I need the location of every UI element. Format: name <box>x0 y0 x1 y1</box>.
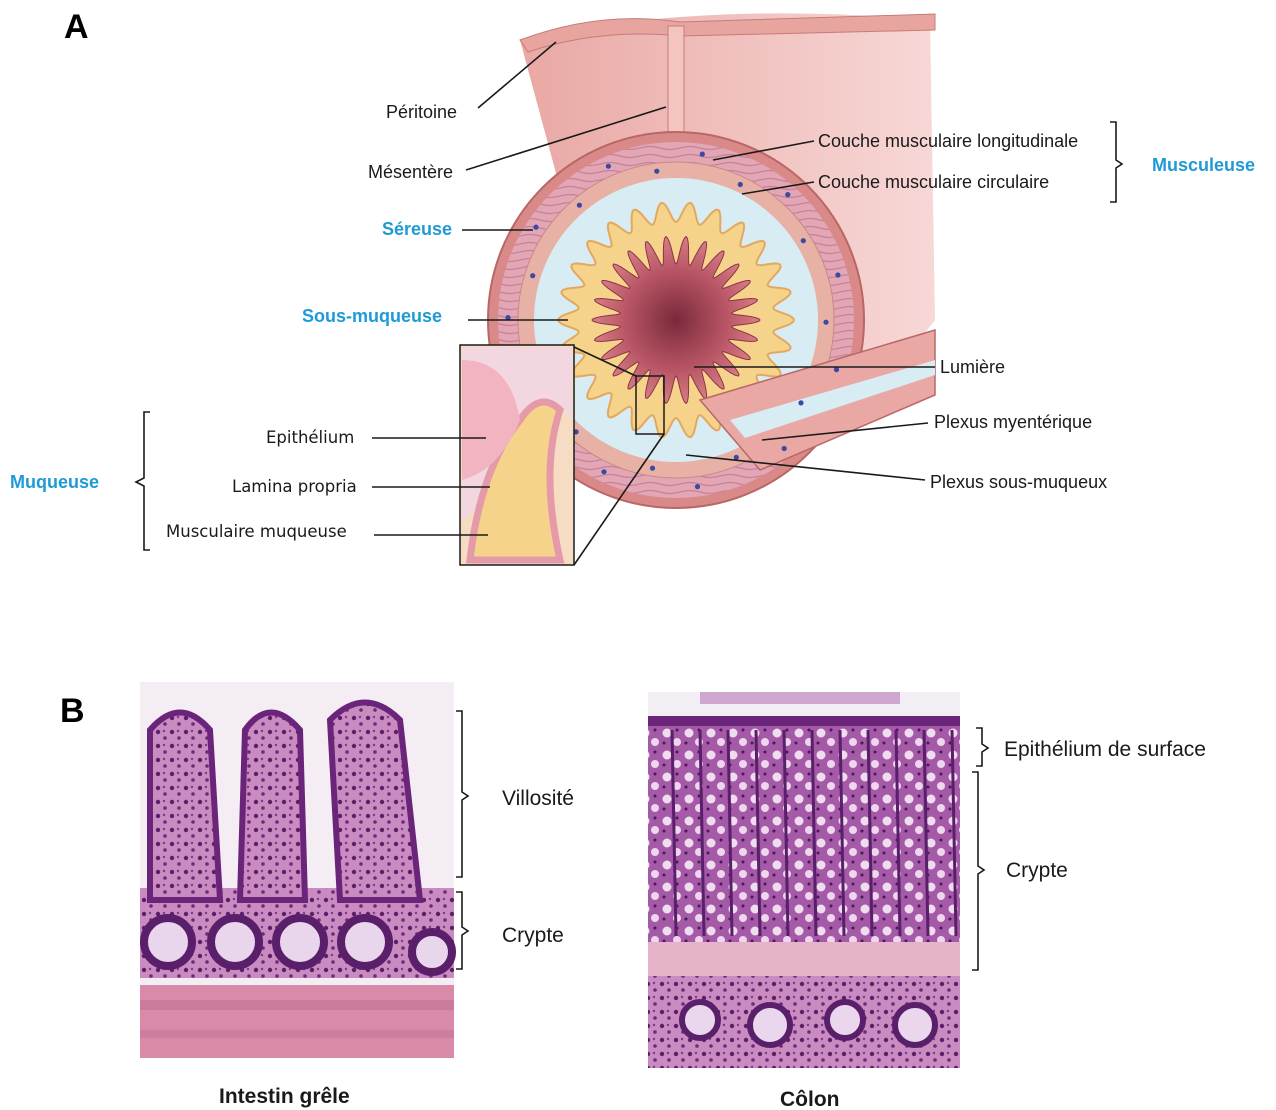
plexus-dot <box>798 400 803 405</box>
crypt <box>341 918 389 966</box>
micrograph-intestin-grele <box>140 682 454 1058</box>
brace-crypte-colon <box>972 772 984 970</box>
plexus-dot <box>734 455 739 460</box>
crypt <box>276 918 324 966</box>
label-musculaire-muqueuse: Musculaire muqueuse <box>166 522 347 541</box>
crypt <box>827 1002 863 1038</box>
label-lumiere: Lumière <box>940 357 1005 377</box>
surface-epithelium <box>648 716 960 726</box>
caption-intestin-grele: Intestin grêle <box>219 1085 350 1108</box>
label-musculeuse: Musculeuse <box>1152 155 1255 175</box>
muscularis-mucosae <box>648 942 960 976</box>
micrograph-colon <box>648 692 960 1068</box>
plexus-dot <box>654 169 659 174</box>
label-crypte-intestin: Crypte <box>502 924 564 947</box>
brace-villosite <box>456 711 468 877</box>
crypt <box>750 1005 790 1045</box>
debris <box>700 692 900 704</box>
label-peritoine: Péritoine <box>386 102 457 122</box>
label-epithelium: Epithélium <box>266 428 354 447</box>
plexus-dot <box>785 192 790 197</box>
villus <box>240 713 305 901</box>
brace-crypte-intestin <box>456 892 468 969</box>
plexus-dot <box>695 484 700 489</box>
muscularis-band <box>140 985 454 1058</box>
label-couche-longitudinale: Couche musculaire longitudinale <box>818 131 1078 151</box>
plexus-dot <box>606 164 611 169</box>
label-plexus-sous-muqueux: Plexus sous-muqueux <box>930 472 1107 492</box>
label-muqueuse: Muqueuse <box>10 472 99 492</box>
label-sous-muqueuse: Sous-muqueuse <box>302 306 442 326</box>
panel-a-letter: A <box>64 8 89 46</box>
muscle-fiber <box>140 1030 454 1038</box>
label-plexus-myenterique: Plexus myentérique <box>934 412 1092 432</box>
brace-muqueuse <box>136 412 150 550</box>
crypt <box>211 918 259 966</box>
crypt <box>144 918 192 966</box>
plexus-dot <box>530 273 535 278</box>
label-villosite: Villosité <box>502 787 574 810</box>
plexus-dot <box>650 466 655 471</box>
brace-musculeuse <box>1110 122 1122 202</box>
plexus-dot <box>533 225 538 230</box>
label-couche-circulaire: Couche musculaire circulaire <box>818 172 1049 192</box>
crypt <box>682 1002 718 1038</box>
plexus-dot <box>835 272 840 277</box>
plexus-dot <box>601 469 606 474</box>
label-mesentere: Mésentère <box>368 162 453 182</box>
brace-epithelium-surface <box>976 728 988 766</box>
label-sereuse: Séreuse <box>382 219 452 239</box>
crypt-layer <box>648 720 960 942</box>
label-lamina-propria: Lamina propria <box>232 477 357 496</box>
caption-colon: Côlon <box>780 1088 839 1110</box>
plexus-dot <box>823 320 828 325</box>
panel-b-letter: B <box>60 692 85 730</box>
plexus-dot <box>782 446 787 451</box>
label-crypte-colon: Crypte <box>1006 859 1068 882</box>
crypt <box>895 1005 935 1045</box>
plexus-dot <box>738 182 743 187</box>
plexus-dot <box>801 238 806 243</box>
crypt <box>412 932 452 972</box>
muscle-fiber <box>140 1000 454 1010</box>
plexus-dot <box>700 152 705 157</box>
plexus-dot <box>577 203 582 208</box>
label-epithelium-surface: Epithélium de surface <box>1004 738 1206 761</box>
villus <box>150 713 220 901</box>
